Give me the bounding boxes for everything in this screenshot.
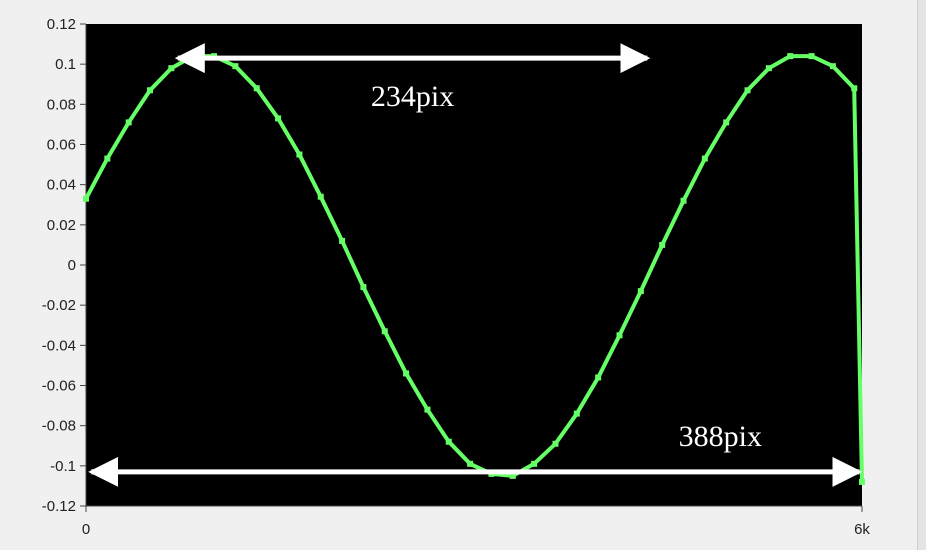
data-point (531, 460, 538, 467)
data-point (104, 155, 111, 162)
y-tick-label: 0.06 (47, 137, 76, 154)
data-point (403, 370, 410, 377)
data-point (467, 460, 474, 467)
y-tick-label: 0 (68, 257, 76, 274)
data-point (381, 328, 388, 335)
x-axis: 0 6k (82, 505, 870, 538)
data-point (659, 241, 666, 248)
y-tick-label: 0.08 (47, 96, 76, 113)
y-tick-label: 0.12 (47, 16, 76, 33)
data-point (859, 478, 865, 485)
y-tick-label: -0.12 (42, 498, 76, 515)
data-point (552, 440, 559, 447)
data-point (680, 197, 687, 204)
y-axis: 0.12 0.1 0.08 0.06 0.04 0.02 0 -0.02 -0.04 -0.06 -… (42, 16, 87, 515)
data-point (744, 87, 751, 94)
y-tick-label: -0.06 (42, 378, 76, 395)
data-point (701, 155, 708, 162)
data-point (851, 85, 858, 92)
data-point (637, 288, 644, 295)
y-tick-label: -0.1 (50, 458, 76, 475)
plot-area (86, 24, 862, 506)
data-point (317, 193, 324, 200)
y-tick-label: 0.04 (47, 177, 76, 194)
data-point (125, 119, 132, 126)
data-point (424, 406, 431, 413)
data-point (232, 63, 239, 70)
data-point (616, 332, 623, 339)
data-point (595, 374, 602, 381)
annotation-layer: 234pix 388pix (88, 43, 863, 487)
x-tick-label: 0 (82, 521, 90, 538)
measurement-label: 388pix (679, 420, 762, 453)
data-point (829, 63, 836, 70)
measurement-label: 234pix (371, 80, 454, 113)
data-point (723, 119, 730, 126)
y-tick-label: -0.04 (42, 337, 76, 354)
data-point (765, 65, 772, 72)
data-point (445, 438, 452, 445)
data-point (360, 284, 367, 291)
x-tick-label: 6k (854, 521, 870, 538)
y-tick-label: 0.02 (47, 217, 76, 234)
data-point (168, 65, 175, 72)
data-point (83, 195, 89, 202)
data-point (253, 85, 260, 92)
data-point (573, 410, 580, 417)
data-point (339, 237, 346, 244)
y-tick-label: 0.1 (55, 56, 76, 73)
data-point (147, 87, 154, 94)
y-tick-label: -0.02 (42, 297, 76, 314)
data-point (296, 151, 303, 158)
right-panel-edge (917, 0, 926, 550)
data-point (275, 115, 282, 122)
data-point (787, 53, 794, 60)
y-tick-label: -0.08 (42, 418, 76, 435)
data-point (808, 53, 815, 60)
